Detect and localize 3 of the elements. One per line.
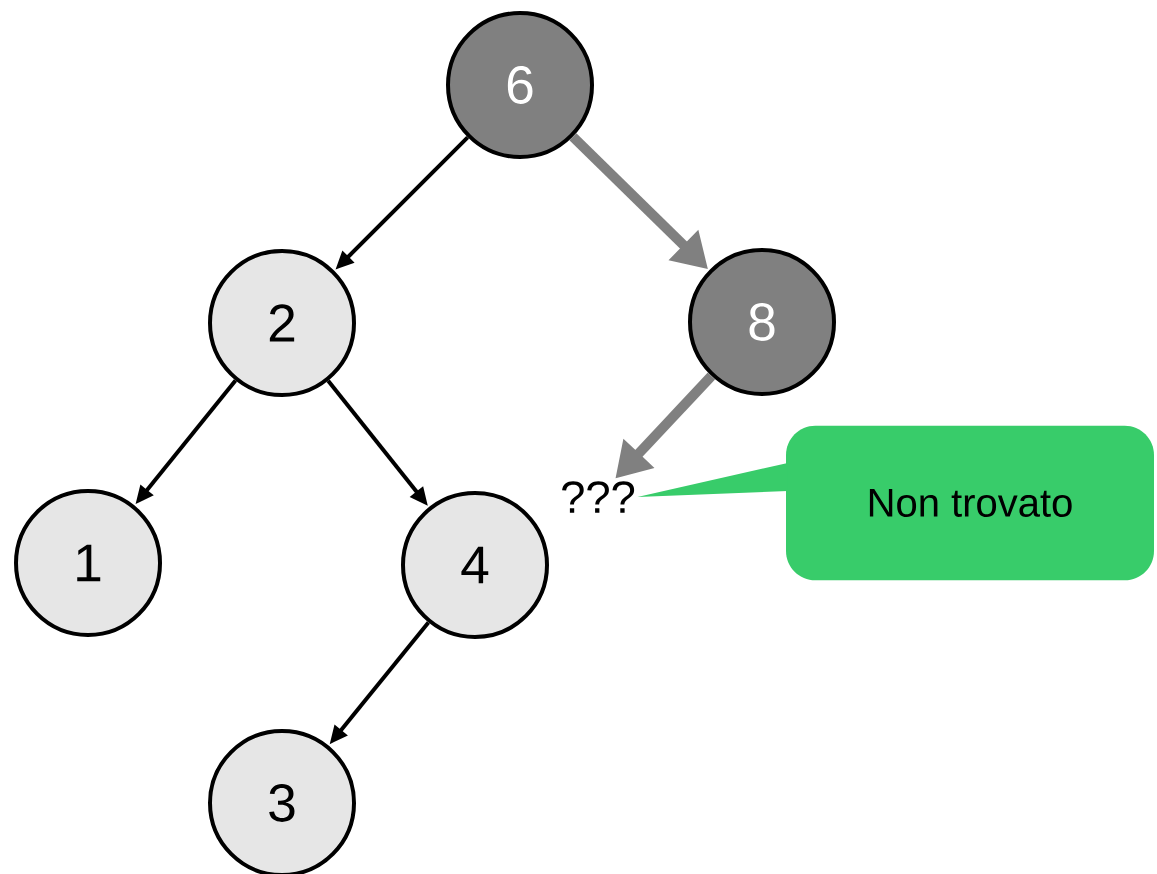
bubble-tail [637,463,788,497]
speech-bubble: Non trovato [786,425,1154,581]
result-text: ??? [562,481,635,513]
